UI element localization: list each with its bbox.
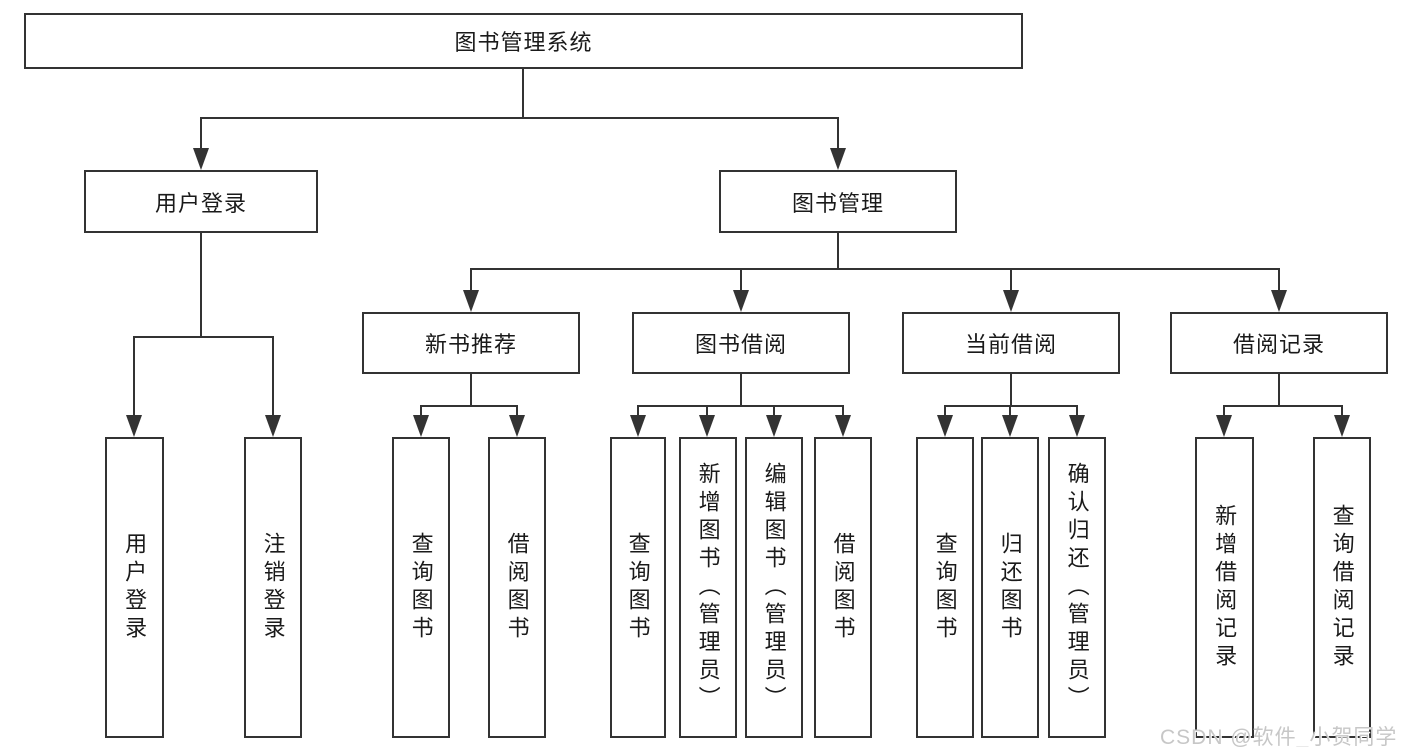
node-label: 查询图书 [932, 531, 958, 644]
node-label: 图书管理 [791, 190, 884, 216]
connector-line [740, 374, 742, 407]
connector-line [837, 117, 839, 149]
node-label: 新增图书（管理员） [695, 461, 721, 714]
node-label: 新书推荐 [424, 332, 517, 357]
leaf-return-books: 归还图书 [981, 437, 1039, 738]
connector-arrow [1003, 290, 1019, 312]
connector-line [1223, 405, 1225, 417]
node-label: 图书管理系统 [454, 30, 593, 55]
node-label: 查询图书 [408, 531, 434, 644]
connector-arrow [509, 415, 525, 437]
connector-arrow [1216, 415, 1232, 437]
node-root-system: 图书管理系统 [24, 13, 1023, 69]
connector-line [1010, 268, 1012, 292]
leaf-query-books-current: 查询图书 [916, 437, 974, 738]
connector-line [200, 233, 202, 338]
connector-line [1278, 268, 1280, 292]
node-book-borrow: 图书借阅 [632, 312, 850, 374]
connector-line [944, 405, 1078, 407]
connector-line [133, 336, 274, 338]
connector-line [1010, 374, 1012, 407]
connector-arrow [835, 415, 851, 437]
leaf-query-books-recommend: 查询图书 [392, 437, 450, 738]
connector-line [470, 374, 472, 407]
connector-line [1278, 374, 1280, 407]
node-label: 借阅记录 [1232, 332, 1325, 357]
connector-arrow [830, 148, 846, 170]
connector-arrow [630, 415, 646, 437]
leaf-borrow-books: 借阅图书 [814, 437, 872, 738]
connector-arrow [265, 415, 281, 437]
leaf-add-book-admin: 新增图书（管理员） [679, 437, 737, 738]
leaf-query-books-borrow: 查询图书 [610, 437, 666, 738]
connector-line [470, 268, 1280, 270]
node-user-login: 用户登录 [84, 170, 318, 233]
node-label: 用户登录 [122, 531, 148, 644]
node-label: 查询借阅记录 [1329, 503, 1355, 672]
connector-line [1076, 405, 1078, 417]
connector-arrow [1334, 415, 1350, 437]
connector-arrow [1002, 415, 1018, 437]
node-label: 新增借阅记录 [1212, 503, 1238, 672]
connector-line [133, 336, 135, 416]
connector-line [522, 69, 524, 117]
connector-line [944, 405, 946, 417]
leaf-borrow-books-recommend: 借阅图书 [488, 437, 546, 738]
node-label: 注销登录 [260, 531, 286, 644]
leaf-confirm-return-admin: 确认归还（管理员） [1048, 437, 1106, 738]
node-label: 编辑图书（管理员） [761, 461, 787, 714]
connector-line [420, 405, 517, 407]
node-label: 确认归还（管理员） [1064, 461, 1090, 714]
connector-arrow [937, 415, 953, 437]
node-label: 借阅图书 [830, 531, 856, 644]
node-book-management: 图书管理 [719, 170, 957, 233]
connector-arrow [766, 415, 782, 437]
connector-line [842, 405, 844, 417]
node-label: 查询图书 [625, 531, 651, 644]
leaf-add-borrow-record: 新增借阅记录 [1195, 437, 1254, 738]
leaf-user-login: 用户登录 [105, 437, 164, 738]
node-borrow-records: 借阅记录 [1170, 312, 1388, 374]
connector-line [706, 405, 708, 417]
leaf-query-borrow-record: 查询借阅记录 [1313, 437, 1371, 738]
node-label: 归还图书 [997, 531, 1023, 644]
connector-line [470, 268, 472, 292]
node-current-borrow: 当前借阅 [902, 312, 1120, 374]
node-label: 当前借阅 [964, 332, 1057, 357]
connector-line [637, 405, 844, 407]
connector-arrow [733, 290, 749, 312]
connector-arrow [126, 415, 142, 437]
connector-line [200, 117, 202, 149]
connector-line [837, 233, 839, 270]
connector-arrow [699, 415, 715, 437]
watermark: CSDN @软件_小贺同学 [1160, 726, 1398, 747]
connector-arrow [413, 415, 429, 437]
connector-line [200, 117, 839, 119]
connector-line [773, 405, 775, 417]
connector-arrow [193, 148, 209, 170]
connector-arrow [463, 290, 479, 312]
leaf-edit-book-admin: 编辑图书（管理员） [745, 437, 803, 738]
connector-line [516, 405, 518, 417]
connector-line [272, 336, 274, 416]
connector-line [1009, 405, 1011, 417]
connector-line [637, 405, 639, 417]
connector-line [420, 405, 422, 417]
node-label: 用户登录 [154, 190, 247, 216]
node-label: 图书借阅 [694, 332, 787, 357]
connector-arrow [1271, 290, 1287, 312]
node-new-book-recommend: 新书推荐 [362, 312, 580, 374]
leaf-logout: 注销登录 [244, 437, 302, 738]
connector-line [740, 268, 742, 292]
connector-arrow [1069, 415, 1085, 437]
node-label: 借阅图书 [504, 531, 530, 644]
connector-line [1223, 405, 1343, 407]
connector-line [1341, 405, 1343, 417]
